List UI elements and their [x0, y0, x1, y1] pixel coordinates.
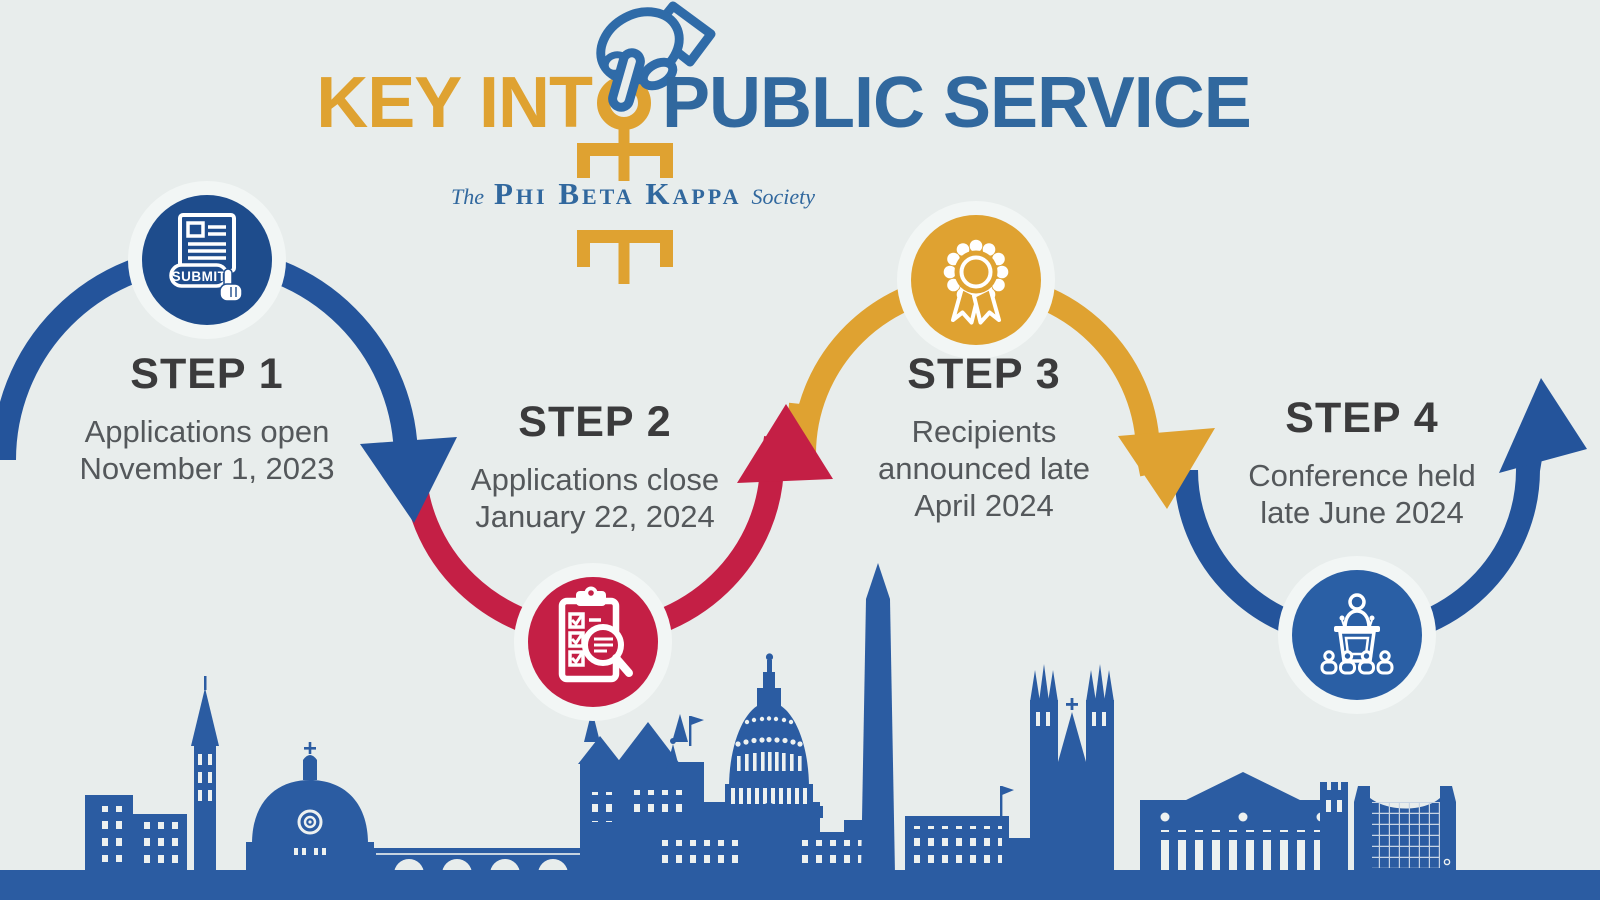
- left-buildings: [85, 795, 187, 876]
- step-4-text: STEP 4 Conference held late June 2024: [1172, 394, 1552, 531]
- step-1-text: STEP 1 Applications open November 1, 202…: [17, 350, 397, 487]
- basilica-dome: [246, 742, 374, 874]
- award-ribbon-icon: [911, 215, 1041, 345]
- brand-suffix: Society: [751, 184, 816, 209]
- basilica-tower: [191, 676, 219, 874]
- submit-document-icon: SUBMIT: [142, 195, 272, 325]
- federal-buildings-right: [905, 786, 1030, 874]
- arrow-down-icon-1: [360, 437, 457, 523]
- podium-speaker-icon: [1292, 570, 1422, 700]
- arrow-up-icon-2: [737, 404, 833, 483]
- hand-holding-key-icon: [596, 1, 716, 112]
- capitol-building: [645, 653, 893, 874]
- crenellated-tower: [1320, 782, 1348, 874]
- step-2-label: STEP 2: [518, 398, 672, 446]
- step-2-description: Applications close January 22, 2024: [470, 462, 720, 534]
- title-public-service: PUBLIC SERVICE: [662, 63, 1252, 143]
- cursor-hand-icon: [219, 268, 243, 302]
- national-cathedral: [1030, 664, 1114, 874]
- step-4-label: STEP 4: [1285, 394, 1439, 442]
- brand-name: Phi Beta Kappa: [493, 176, 742, 211]
- colonnade-building: [1140, 772, 1346, 874]
- arrow-down-icon-3: [1118, 428, 1215, 509]
- pbk-key-icon: [577, 76, 673, 284]
- step-3-label: STEP 3: [907, 350, 1061, 398]
- skyline-base-band: [0, 870, 1600, 900]
- submit-button-label: SUBMIT: [172, 269, 227, 284]
- step-4-description: Conference held late June 2024: [1248, 458, 1476, 530]
- title-key-into: KEY INT: [316, 63, 593, 143]
- checklist-magnifier-icon: [528, 577, 658, 707]
- step-1-description: Applications open November 1, 2023: [79, 414, 335, 486]
- step-3-description: Recipients announced late April 2024: [877, 414, 1091, 523]
- phi-beta-kappa-wordmark: The Phi Beta Kappa Society: [413, 176, 853, 212]
- step-3-text: STEP 3 Recipients announced late April 2…: [794, 350, 1174, 524]
- arrow-up-icon-4: [1499, 378, 1587, 473]
- modern-building: [1354, 786, 1456, 874]
- step-2-text: STEP 2 Applications close January 22, 20…: [405, 398, 785, 535]
- washington-monument: [861, 563, 895, 874]
- brand-prefix: The: [450, 184, 484, 209]
- step-1-label: STEP 1: [130, 350, 284, 398]
